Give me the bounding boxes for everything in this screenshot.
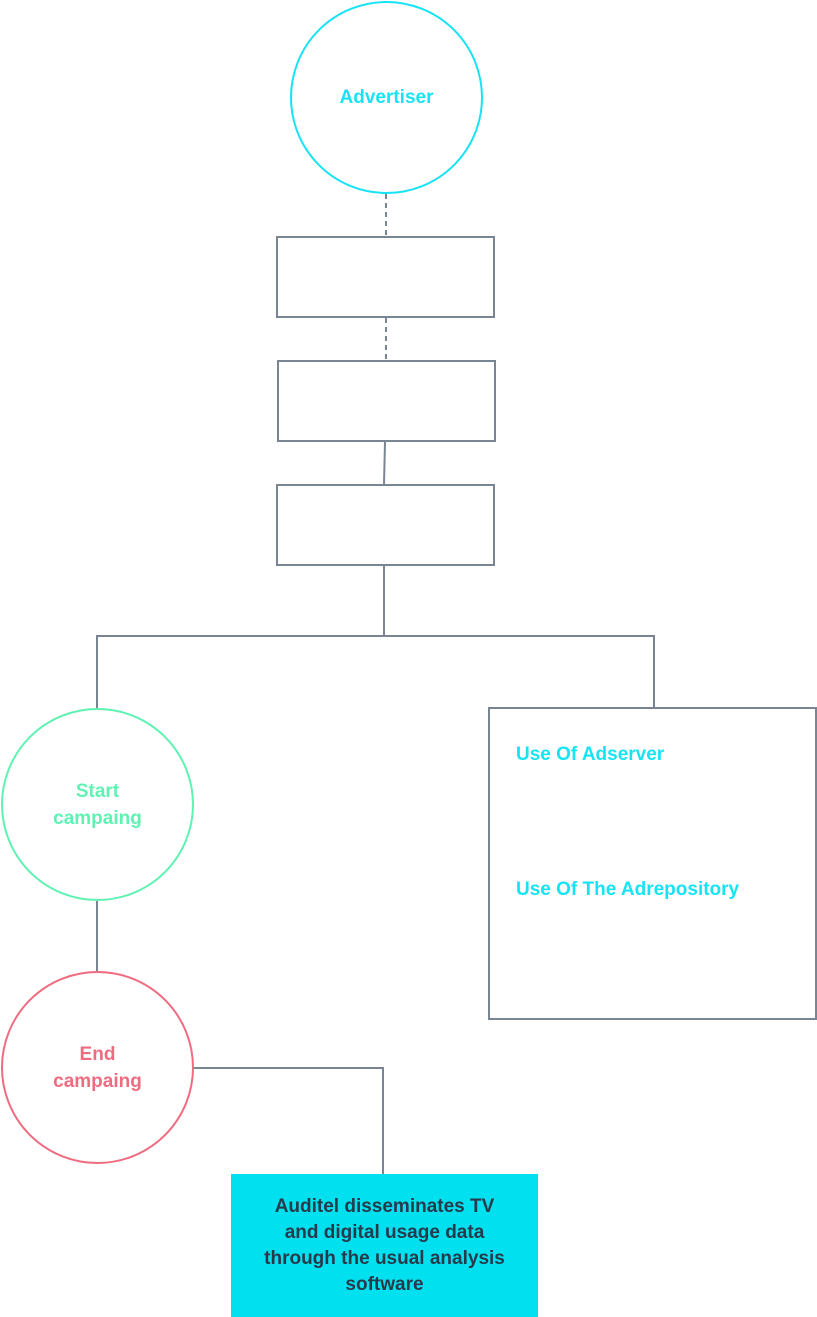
end-campaign-label: End campaing (53, 1043, 142, 1092)
auditel-label: Auditel disseminates TV and digital usag… (264, 1195, 505, 1295)
adrepository-item-label: Use Of The Adrepository (516, 879, 740, 900)
empty-step-box-3 (276, 484, 495, 566)
empty-step-box-2 (277, 360, 496, 442)
advertiser-label: Advertiser (339, 87, 434, 108)
connector-end-auditel (194, 1067, 384, 1174)
connector-box2-box3 (383, 441, 386, 485)
connector-split-horizontal (96, 635, 655, 708)
adserver-panel: Use Of Adserver Use Of The Adrepository (488, 707, 817, 1020)
start-campaign-node: Start campaing (1, 708, 194, 901)
adserver-item-label: Use Of Adserver (516, 744, 665, 765)
start-campaign-label: Start campaing (53, 780, 142, 829)
auditel-box: Auditel disseminates TV and digital usag… (231, 1174, 538, 1317)
advertiser-node: Advertiser (290, 1, 483, 194)
empty-step-box-1 (276, 236, 495, 318)
end-campaign-node: End campaing (1, 971, 194, 1164)
